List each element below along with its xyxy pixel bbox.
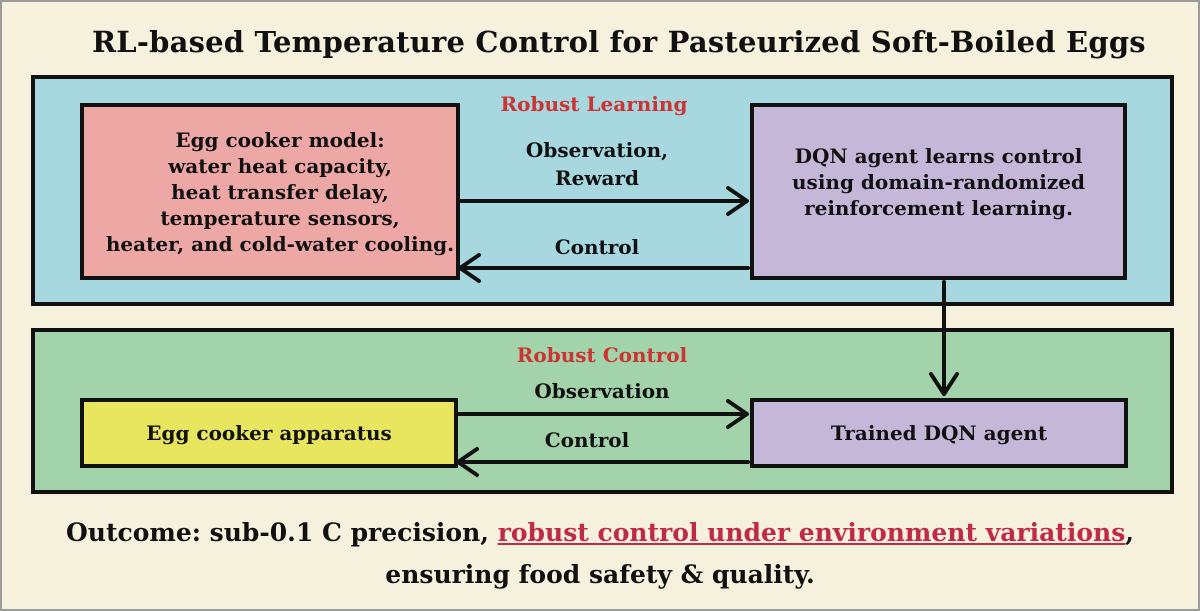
model-line: temperature sensors, <box>160 205 400 230</box>
outcome-suffix: , <box>1125 518 1134 547</box>
observation-label-text: Observation, <box>525 138 669 162</box>
observation-arrow-bottom <box>456 399 749 429</box>
control-label-top: Control <box>554 235 640 259</box>
trained-dqn-agent-box: Trained DQN agent <box>750 398 1128 468</box>
model-line: water heat capacity, <box>168 153 392 178</box>
outcome-prefix: Outcome: sub-0.1 C precision, <box>65 518 498 547</box>
outcome-line-1: Outcome: sub-0.1 C precision, robust con… <box>2 512 1198 554</box>
agent-line: reinforcement learning. <box>804 195 1073 220</box>
model-line: heater, and cold-water cooling. <box>105 231 455 256</box>
egg-cooker-model-box: Egg cooker model: water heat capacity, h… <box>80 103 460 280</box>
dqn-agent-learning-box: DQN agent learns control using domain-ra… <box>750 103 1127 280</box>
outcome-highlight: robust control under environment variati… <box>497 518 1126 547</box>
egg-cooker-apparatus-box: Egg cooker apparatus <box>80 398 458 468</box>
model-line: heat transfer delay, <box>171 179 389 204</box>
control-arrow-top <box>458 253 750 283</box>
agent-line: using domain-randomized <box>792 169 1085 194</box>
agent-line: DQN agent learns control <box>794 143 1083 168</box>
outcome-statement: Outcome: sub-0.1 C precision, robust con… <box>2 512 1198 602</box>
control-arrow-bottom <box>456 447 750 477</box>
robust-control-label: Robust Control <box>516 343 688 367</box>
reward-label-text: Reward <box>554 166 640 190</box>
control-label-bottom: Control <box>544 428 630 452</box>
deploy-arrow <box>929 280 959 396</box>
diagram-title: RL-based Temperature Control for Pasteur… <box>92 25 1146 59</box>
observation-reward-arrow <box>458 186 749 216</box>
observation-label-bottom: Observation <box>534 379 670 403</box>
robust-learning-label: Robust Learning <box>500 92 688 116</box>
model-line: Egg cooker model: <box>175 127 385 152</box>
observation-reward-label: Observation, Reward <box>472 136 722 196</box>
outcome-line-2: ensuring food safety & quality. <box>385 560 815 589</box>
